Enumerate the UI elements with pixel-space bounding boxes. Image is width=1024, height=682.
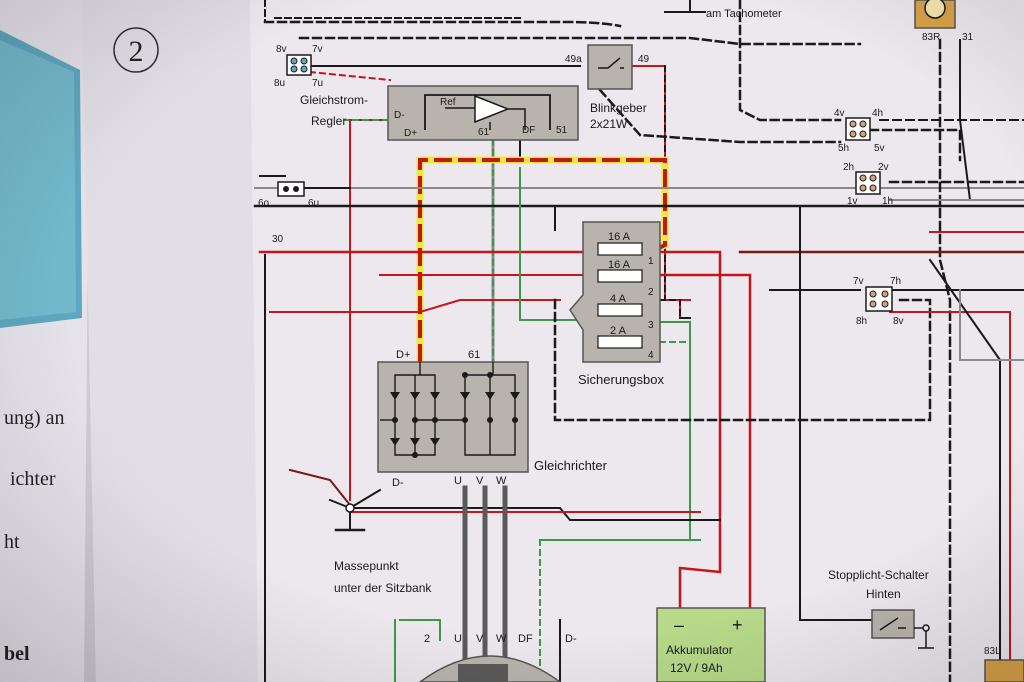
fuse-1-rating: 16 A: [608, 231, 631, 243]
label-2v: 2v: [878, 162, 889, 173]
label-8h: 8h: [856, 316, 867, 327]
gen-pin-u: U: [454, 633, 462, 645]
rect-pin-dplus: D+: [396, 349, 410, 361]
gen-pin-w: W: [496, 633, 507, 645]
label-7v: 7v: [853, 276, 864, 287]
connector-6o-6u: [277, 181, 305, 197]
label-8v: 8v: [276, 44, 287, 55]
label-31: 31: [962, 32, 974, 43]
battery-label-1: Akkumulator: [666, 643, 733, 657]
rectifier: [377, 361, 529, 473]
fuse-1-number: 1: [648, 256, 654, 267]
lamp-83r: [914, 0, 956, 29]
gen-pin-v: V: [476, 633, 484, 645]
blinker-label-1: Blinkgeber: [590, 101, 647, 115]
rect-pin-w: W: [496, 475, 507, 487]
reg-pin-61: 61: [478, 127, 490, 138]
label-30: 30: [272, 234, 284, 245]
reg-pin-51: 51: [556, 125, 568, 136]
left-text-line-1: ung) an: [4, 407, 65, 429]
regulator-label-1: Gleichstrom-: [300, 93, 368, 107]
battery-label-2: 12V / 9Ah: [670, 661, 723, 675]
fuse-box: [569, 221, 661, 363]
reg-ref: Ref: [440, 97, 456, 108]
fuse-3-number: 3: [648, 320, 654, 331]
gen-pin-2: 2: [424, 633, 430, 645]
label-8v: 8v: [893, 316, 904, 327]
battery-plus-icon: +: [732, 615, 743, 635]
fuse-4-number: 4: [648, 350, 654, 361]
ground-label-2: unter der Sitzbank: [334, 581, 432, 595]
battery-minus-icon: –: [674, 615, 684, 635]
label-tachometer: am Tachometer: [706, 8, 782, 20]
gen-pin-dminus: D-: [565, 633, 577, 645]
flasher-relay: [587, 44, 633, 90]
connector-2h-2v: [855, 171, 881, 195]
label-6u: 6u: [308, 198, 319, 209]
fuse-2-number: 2: [648, 287, 654, 298]
connector-8v-7v: [286, 54, 312, 76]
label-5v: 5v: [874, 143, 885, 154]
connector-4v-4h: [845, 117, 871, 141]
reg-pin-df: DF: [522, 125, 535, 136]
brake-switch-label-1: Stopplicht-Schalter: [828, 568, 929, 582]
label-6o: 6o: [258, 198, 270, 209]
blinker-label-2: 2x21W: [590, 117, 628, 131]
label-5h: 5h: [838, 143, 849, 154]
lamp-83l: [984, 659, 1024, 682]
rect-pin-v: V: [476, 475, 484, 487]
left-text-line-4: bel: [4, 643, 30, 665]
rect-pin-dminus: D-: [392, 477, 404, 489]
regulator-label-2: Regler: [311, 114, 346, 128]
label-7u: 7u: [312, 78, 323, 89]
label-7v-top: 7v: [312, 44, 323, 55]
connector-7v-7h: [865, 286, 893, 312]
rect-pin-u: U: [454, 475, 462, 487]
label-2h: 2h: [843, 162, 854, 173]
blinker-pin-49: 49: [638, 54, 650, 65]
label-8u: 8u: [274, 78, 285, 89]
label-83r: 83R: [922, 32, 940, 43]
ground-point-icon: [345, 503, 355, 513]
left-text-line-3: ht: [4, 531, 20, 553]
label-4v: 4v: [834, 108, 845, 119]
label-4h: 4h: [872, 108, 883, 119]
label-83l: 83L: [984, 646, 1001, 657]
brake-switch-label-2: Hinten: [866, 587, 901, 601]
label-1h: 1h: [882, 196, 893, 207]
left-text-line-2: ichter: [10, 468, 56, 490]
fuse-3-rating: 4 A: [610, 293, 627, 305]
gen-pin-df: DF: [518, 633, 533, 645]
label-7h: 7h: [890, 276, 901, 287]
rectifier-label: Gleichrichter: [534, 458, 608, 473]
label-1v: 1v: [847, 196, 858, 207]
reg-pin-dplus: D+: [404, 128, 417, 139]
step-number: 2: [129, 35, 144, 68]
fusebox-label: Sicherungsbox: [578, 372, 664, 387]
reg-pin-dminus: D-: [394, 110, 405, 121]
ground-label-1: Massepunkt: [334, 559, 399, 573]
blinker-pin-49a: 49a: [565, 54, 582, 65]
fuse-2-rating: 16 A: [608, 259, 631, 271]
rect-pin-61: 61: [468, 349, 480, 361]
fuse-4-rating: 2 A: [610, 325, 627, 337]
